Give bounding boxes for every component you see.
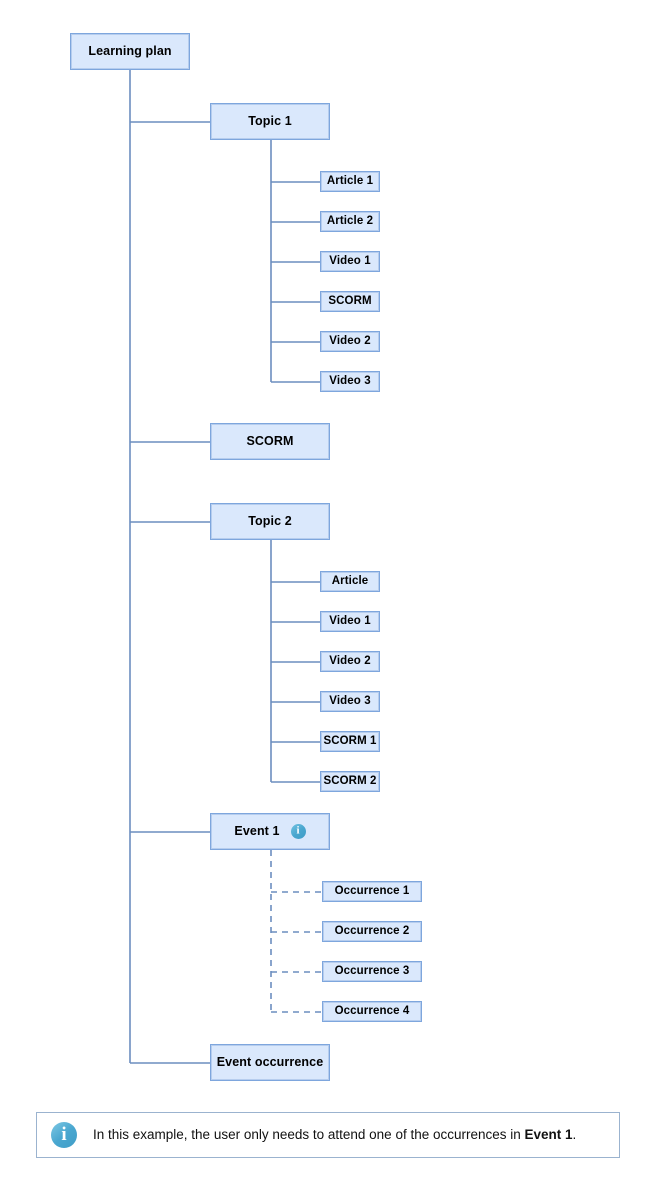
node-scorm-2[interactable]: SCORM 2 bbox=[320, 771, 380, 792]
node-video-1[interactable]: Video 1 bbox=[320, 251, 380, 272]
node-video-3[interactable]: Video 3 bbox=[320, 691, 380, 712]
info-icon: i bbox=[51, 1122, 77, 1148]
info-note: i In this example, the user only needs t… bbox=[36, 1112, 620, 1158]
node-label: Occurrence 4 bbox=[334, 1004, 410, 1017]
node-label: Article bbox=[331, 574, 369, 587]
node-label: Event occurrence bbox=[216, 1055, 324, 1070]
node-label: Learning plan bbox=[88, 44, 172, 59]
node-label: Video 1 bbox=[329, 614, 371, 627]
node-label: Occurrence 1 bbox=[334, 884, 410, 897]
node-label: Event 1 bbox=[234, 824, 280, 839]
node-article[interactable]: Article bbox=[320, 571, 380, 592]
node-occurrence-3[interactable]: Occurrence 3 bbox=[322, 961, 422, 982]
info-glyph: i bbox=[296, 824, 300, 837]
info-note-emphasis: Event 1 bbox=[524, 1126, 573, 1142]
node-article-2[interactable]: Article 2 bbox=[320, 211, 380, 232]
node-label: Topic 2 bbox=[248, 514, 292, 529]
node-label: Occurrence 2 bbox=[334, 924, 410, 937]
info-note-text: In this example, the user only needs to … bbox=[93, 1126, 577, 1142]
node-label: Video 2 bbox=[329, 334, 371, 347]
node-topic-2[interactable]: Topic 2 bbox=[210, 503, 330, 540]
node-event-occurrence[interactable]: Event occurrence bbox=[210, 1044, 330, 1081]
node-label: Article 1 bbox=[326, 174, 374, 187]
node-video-1[interactable]: Video 1 bbox=[320, 611, 380, 632]
node-topic-1[interactable]: Topic 1 bbox=[210, 103, 330, 140]
node-label: Video 3 bbox=[329, 374, 371, 387]
node-occurrence-4[interactable]: Occurrence 4 bbox=[322, 1001, 422, 1022]
node-learning-plan[interactable]: Learning plan bbox=[70, 33, 190, 70]
node-occurrence-2[interactable]: Occurrence 2 bbox=[322, 921, 422, 942]
info-icon[interactable]: i bbox=[290, 824, 306, 839]
node-label: Article 2 bbox=[326, 214, 374, 227]
info-glyph: i bbox=[61, 1123, 67, 1145]
node-scorm[interactable]: SCORM bbox=[210, 423, 330, 460]
node-label: SCORM 1 bbox=[323, 734, 377, 747]
node-article-1[interactable]: Article 1 bbox=[320, 171, 380, 192]
node-label: SCORM bbox=[328, 294, 372, 307]
node-label: SCORM 2 bbox=[323, 774, 377, 787]
node-label: Occurrence 3 bbox=[334, 964, 410, 977]
node-label: Video 3 bbox=[329, 694, 371, 707]
node-occurrence-1[interactable]: Occurrence 1 bbox=[322, 881, 422, 902]
node-label: Video 2 bbox=[329, 654, 371, 667]
node-scorm[interactable]: SCORM bbox=[320, 291, 380, 312]
node-video-2[interactable]: Video 2 bbox=[320, 331, 380, 352]
node-event-1[interactable]: Event 1 i bbox=[210, 813, 330, 850]
node-scorm-1[interactable]: SCORM 1 bbox=[320, 731, 380, 752]
node-video-2[interactable]: Video 2 bbox=[320, 651, 380, 672]
node-label: SCORM bbox=[246, 434, 294, 449]
node-video-3[interactable]: Video 3 bbox=[320, 371, 380, 392]
node-label: Video 1 bbox=[329, 254, 371, 267]
node-label: Topic 1 bbox=[248, 114, 292, 129]
